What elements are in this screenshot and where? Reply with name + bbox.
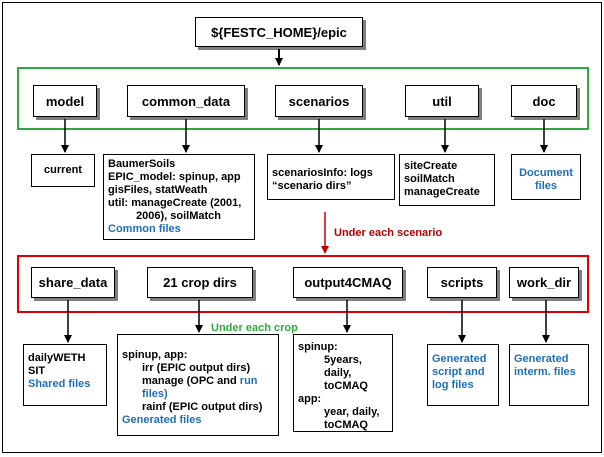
scripts-desc-box: Generated script and log files [427, 344, 499, 406]
work-dir-desc-line: interm. files [514, 366, 576, 378]
root-dir-label: ${FESTC_HOME}/epic [211, 24, 347, 40]
output4cmaq-dir-label: output4CMAQ [304, 275, 392, 290]
util-dir-label: util [432, 93, 452, 109]
crop-desc-run-text: run [239, 375, 258, 387]
doc-dir-box: doc [511, 85, 577, 117]
crop-desc-line: spinup, app: [122, 349, 188, 361]
model-desc-box: current [31, 154, 95, 187]
common-data-line: gisFiles, statWeath [108, 184, 208, 196]
scenarios-dir-label: scenarios [288, 93, 350, 109]
output-desc-line: toCMAQ [324, 380, 368, 392]
scripts-desc-line: Generated [432, 353, 487, 365]
under-each-scenario-label: Under each scenario [334, 227, 443, 239]
scripts-dir-label: scripts [440, 275, 484, 290]
common-data-line: EPIC_model: spinup, app [108, 171, 241, 183]
work-dir-desc-box: Generated interm. files [509, 344, 589, 406]
doc-desc-line: Document [519, 167, 573, 179]
share-data-dir-box: share_data [31, 267, 115, 298]
top-level-dirs-group [17, 67, 589, 130]
common-data-line: BaumerSoils [108, 158, 176, 170]
share-data-line: SIT [28, 365, 46, 377]
output-desc-line: 5years, daily, [324, 354, 362, 379]
shared-files-note: Shared files [28, 378, 91, 390]
share-data-dir-label: share_data [38, 275, 108, 290]
scenarios-desc-box: scenariosInfo: logs “scenario dirs” [267, 154, 395, 200]
crop-desc-line: irr (EPIC output dirs) [142, 362, 251, 374]
scripts-dir-box: scripts [427, 267, 497, 298]
common-data-line: util: manageCreate (2001, [108, 197, 242, 209]
crop-desc-line: files) [142, 388, 168, 400]
util-desc-line: manageCreate [404, 186, 480, 198]
common-files-note: Common files [108, 223, 181, 235]
output-desc-line: spinup: [298, 341, 338, 353]
output-desc-line: year, daily, [324, 406, 380, 418]
doc-desc-line: files [534, 180, 557, 192]
work-dir-desc-line: Generated [514, 353, 569, 365]
doc-desc-box: Document files [511, 154, 581, 200]
crop-desc-line: manage (OPC and run [122, 375, 274, 388]
common-data-dir-box: common_data [127, 85, 245, 117]
util-desc-line: siteCreate [404, 160, 458, 172]
crop-desc-manage-text: manage (OPC and [142, 375, 240, 387]
connector-arrows [61, 49, 550, 343]
output-desc-line: toCMAQ [324, 419, 368, 431]
output4cmaq-desc-box: spinup: 5years, daily, toCMAQ app: year,… [293, 334, 393, 432]
scenarios-desc-line: scenariosInfo: logs [272, 167, 373, 179]
crop-dirs-box: 21 crop dirs [147, 267, 253, 298]
scenarios-dir-box: scenarios [275, 85, 363, 117]
doc-dir-label: doc [532, 93, 556, 109]
share-data-desc-box: dailyWETH SIT Shared files [23, 344, 107, 406]
scenario-dirs-group [17, 255, 589, 313]
util-desc-box: siteCreate soilMatch manageCreate [399, 154, 495, 206]
model-desc-text: current [44, 164, 82, 176]
crop-dirs-label: 21 crop dirs [163, 275, 237, 290]
util-dir-box: util [405, 85, 479, 117]
common-data-desc-box: BaumerSoils EPIC_model: spinup, app gisF… [103, 154, 255, 240]
work-dir-label: work_dir [516, 275, 572, 290]
common-data-dir-label: common_data [141, 93, 231, 109]
output-desc-line: app: [298, 393, 322, 405]
model-dir-box: model [33, 85, 97, 117]
share-data-line: dailyWETH [28, 352, 86, 364]
crop-desc-line: rainf (EPIC output dirs) [142, 401, 263, 413]
root-dir-box: ${FESTC_HOME}/epic [195, 17, 363, 47]
generated-files-note: Generated files [122, 414, 202, 426]
work-dir-box: work_dir [509, 267, 579, 298]
output4cmaq-dir-box: output4CMAQ [293, 267, 403, 298]
scripts-desc-line: script and [432, 366, 485, 378]
scripts-desc-line: log files [432, 379, 474, 391]
common-data-line: 2006), soilMatch [136, 210, 221, 222]
scenarios-desc-line: “scenario dirs” [272, 180, 352, 192]
model-dir-label: model [45, 93, 85, 109]
under-each-crop-label: Under each crop [211, 322, 298, 334]
crop-desc-box: spinup, app: irr (EPIC output dirs) mana… [117, 334, 279, 436]
util-desc-line: soilMatch [404, 173, 455, 185]
